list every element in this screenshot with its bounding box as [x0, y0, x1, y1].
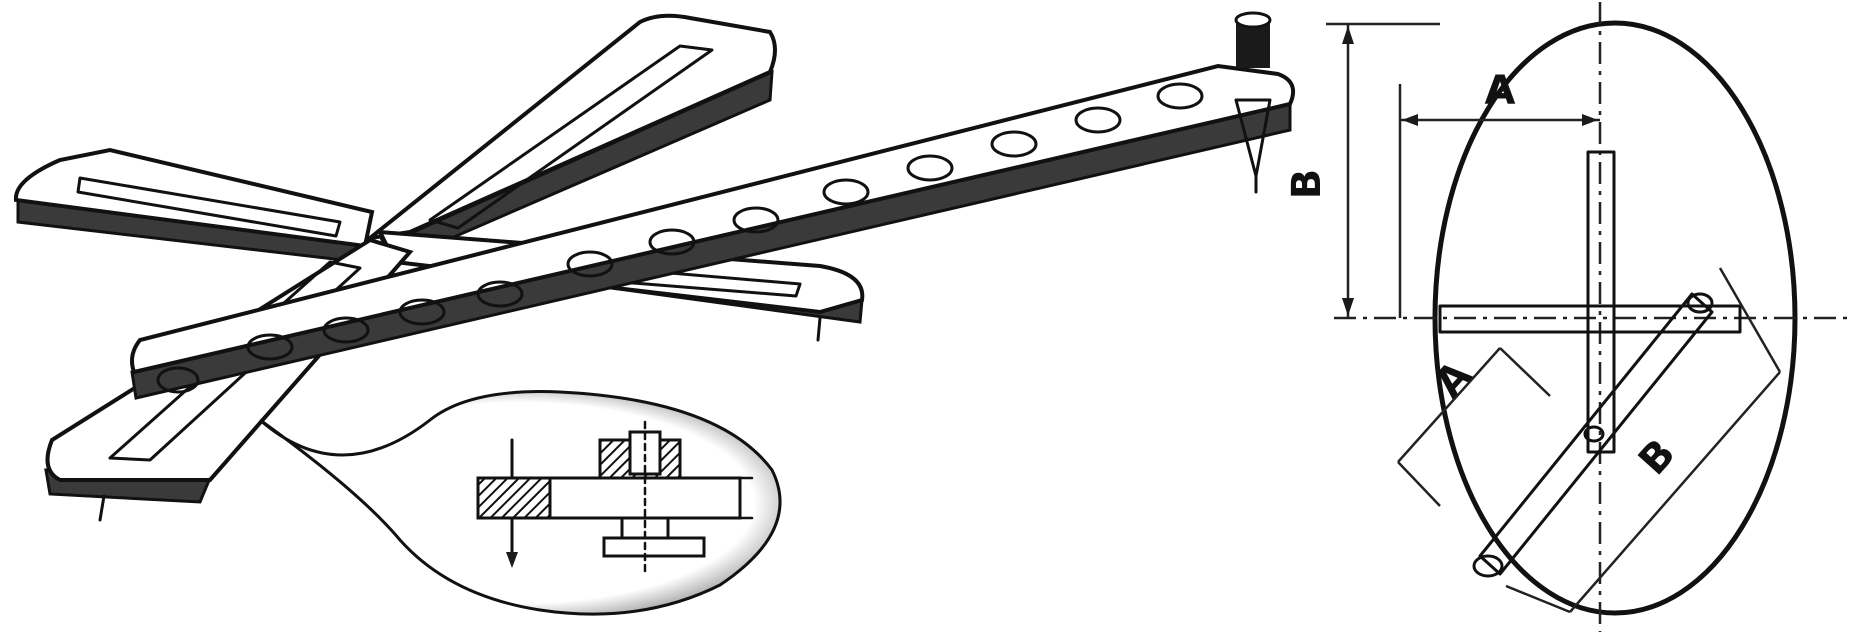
label-a-horizontal: A	[1485, 68, 1516, 114]
dimension-a-diagonal: A	[1397, 347, 1551, 507]
compass-perspective-view	[13, 11, 1295, 616]
label-b-vertical: B	[1284, 169, 1330, 200]
label-b-diagonal: B	[1630, 431, 1685, 484]
adjustment-holes	[246, 82, 1204, 361]
dimension-b-vertical: B	[1284, 22, 1440, 318]
ellipse-construction-view: B A A B	[1284, 2, 1848, 632]
trammel-bar	[1472, 292, 1714, 578]
section-drawing	[476, 420, 754, 574]
dimension-a-horizontal: A	[1398, 68, 1600, 318]
perforated-arm	[130, 11, 1295, 400]
section-detail-callout	[259, 390, 782, 616]
pencil-holder	[1234, 11, 1272, 194]
guide-cross	[1438, 150, 1742, 454]
label-a-diagonal: A	[1426, 352, 1481, 406]
